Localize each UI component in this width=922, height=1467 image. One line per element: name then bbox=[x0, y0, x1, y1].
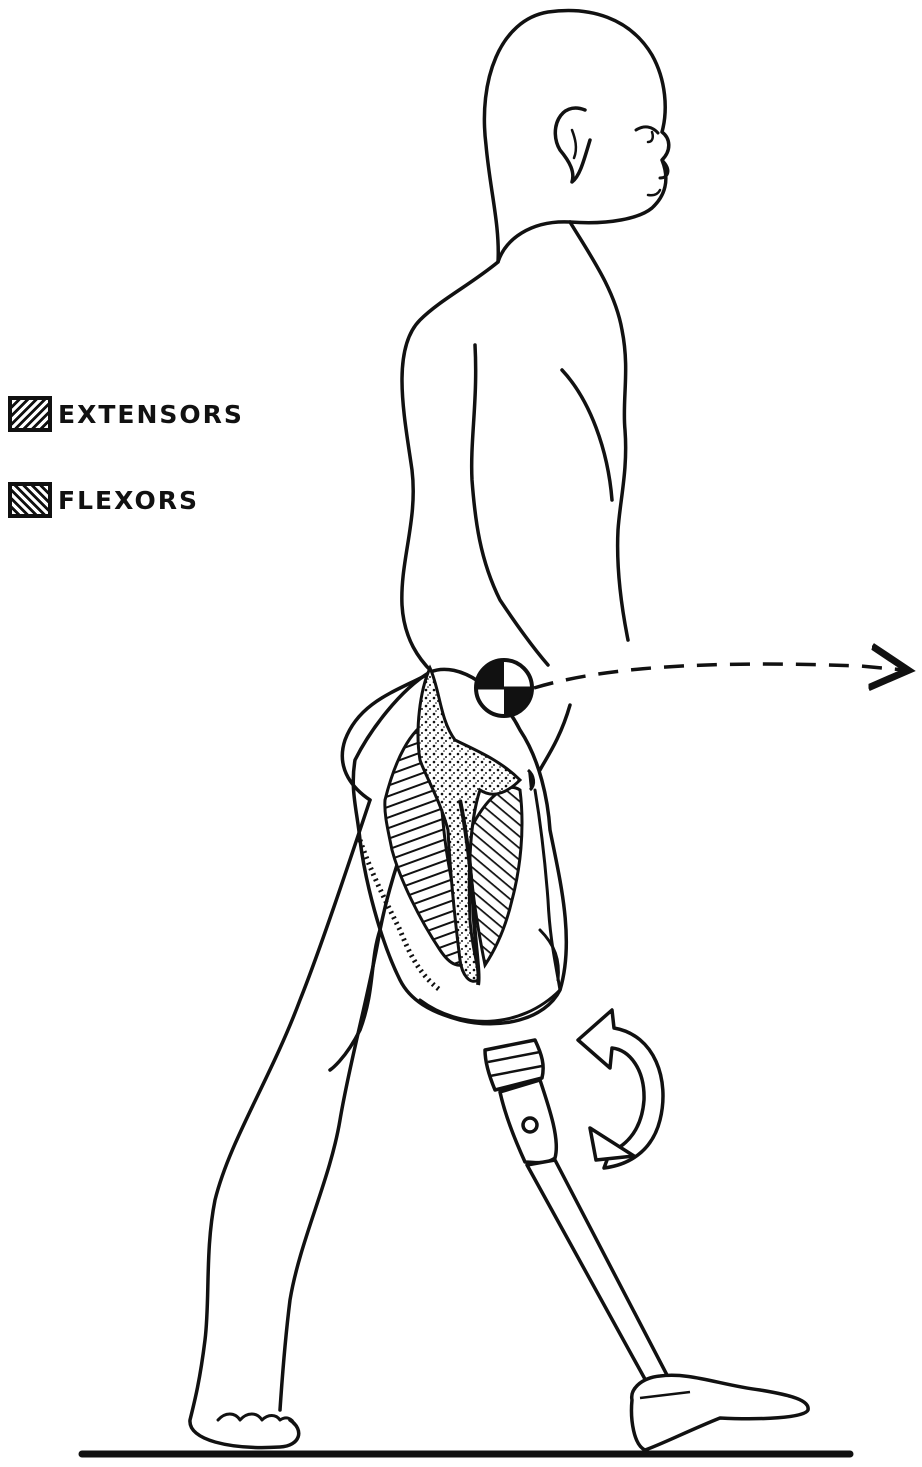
head-outline bbox=[484, 11, 668, 262]
toes bbox=[218, 1414, 294, 1424]
extensor-muscle-group bbox=[470, 787, 522, 965]
knee-pivot bbox=[523, 1118, 537, 1132]
prosthetic-pylon bbox=[527, 1160, 680, 1410]
rotation-arrow-icon bbox=[578, 1010, 663, 1168]
rear-leg-front bbox=[280, 800, 420, 1410]
eye bbox=[636, 127, 658, 133]
center-of-mass-icon bbox=[476, 660, 532, 716]
arm-outline bbox=[472, 345, 548, 665]
ear bbox=[555, 108, 590, 182]
prosthetic-foot bbox=[632, 1375, 809, 1450]
rear-leg-outline bbox=[190, 800, 370, 1448]
forward-motion-arrow-icon bbox=[534, 664, 905, 688]
